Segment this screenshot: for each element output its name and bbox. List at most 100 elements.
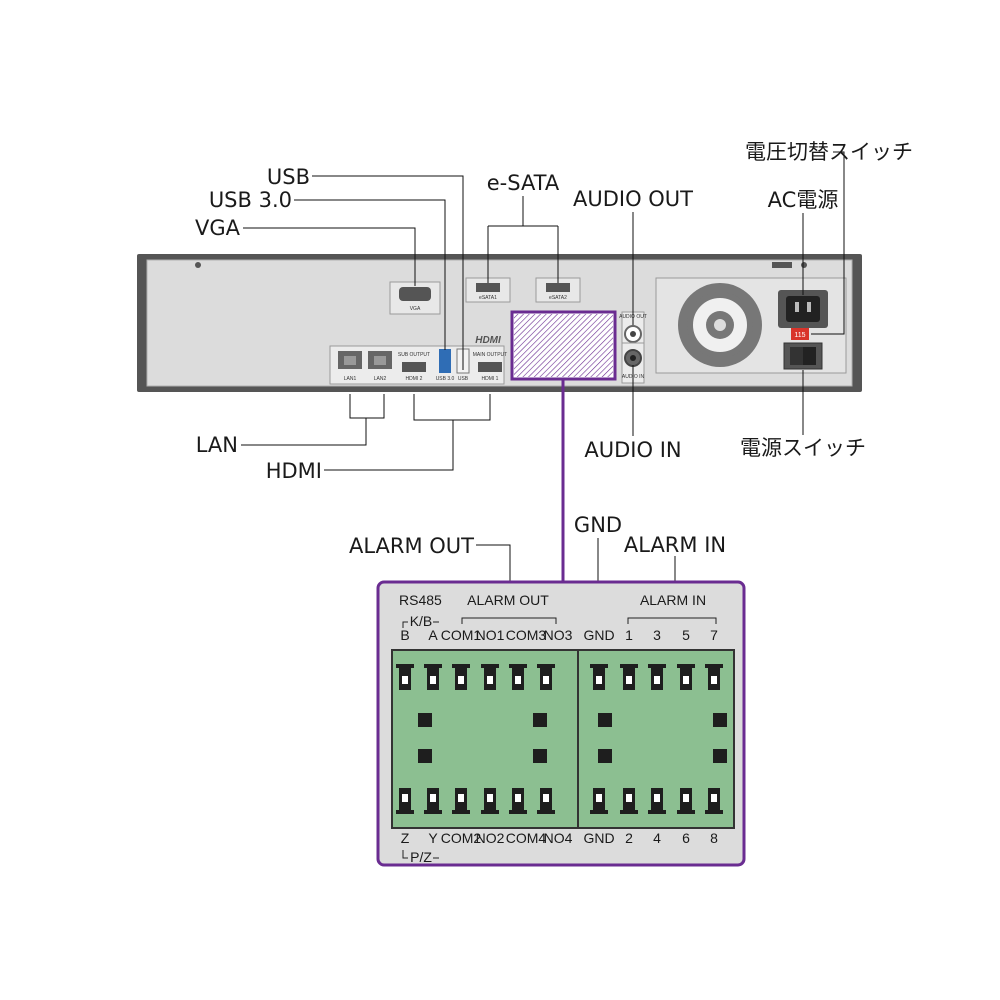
audio-out-jack: AUDIO OUT xyxy=(619,311,647,351)
terminal-screw xyxy=(481,788,499,814)
alarm-out-bracket xyxy=(461,617,557,624)
rear-panel: VGA eSATA1 eSATA2 LAN1 LAN2 SUB OUTPUT xyxy=(137,254,862,392)
rs485-label: RS485 xyxy=(399,592,442,608)
terminal-bottom-label: 8 xyxy=(710,830,718,846)
callout-alarm-in: ALARM IN xyxy=(624,533,726,557)
usb30-label: USB 3.0 xyxy=(436,376,455,382)
terminal-top-label: B xyxy=(400,627,409,643)
leader-lines xyxy=(241,151,845,640)
terminal-mount-block xyxy=(533,749,547,763)
terminal-screw xyxy=(452,664,470,690)
callout-ac-power: AC電源 xyxy=(768,188,839,212)
terminal-top-label: 3 xyxy=(653,627,661,643)
terminal-mount-block xyxy=(418,713,432,727)
terminal-bottom-label: Z xyxy=(401,830,410,846)
terminal-screw xyxy=(590,788,608,814)
terminal-screw xyxy=(590,664,608,690)
terminal-top-label: NO3 xyxy=(544,627,573,643)
terminal-top-label: NO1 xyxy=(476,627,505,643)
alarm-in-bracket xyxy=(627,617,717,624)
alarm-out-section-label: ALARM OUT xyxy=(467,592,549,608)
terminal-top-label: 7 xyxy=(710,627,718,643)
hdmi1-top-label: MAIN OUTPUT xyxy=(473,352,507,358)
terminal-screw xyxy=(677,664,695,690)
callout-gnd: GND xyxy=(574,513,622,537)
terminal-screw xyxy=(452,788,470,814)
terminal-screw xyxy=(509,788,527,814)
usb30-port: USB 3.0 xyxy=(436,349,455,382)
callout-usb: USB xyxy=(267,165,310,189)
terminal-screw xyxy=(677,788,695,814)
voltage-selector-label: 115 xyxy=(794,332,805,339)
esata1-label: eSATA1 xyxy=(479,295,497,301)
callout-hdmi: HDMI xyxy=(266,459,322,483)
green-connector-body xyxy=(391,649,735,829)
terminal-block-mini xyxy=(510,310,617,381)
alarm-in-section-label: ALARM IN xyxy=(640,592,706,608)
power-rocker-switch xyxy=(783,342,823,370)
psu-slot xyxy=(772,262,792,268)
terminal-top-label: 1 xyxy=(625,627,633,643)
callout-voltage-switch: 電圧切替スイッチ xyxy=(745,140,913,164)
hdmi1-label: HDMI 1 xyxy=(482,376,499,382)
terminal-mount-block xyxy=(713,749,727,763)
terminal-top-label: A xyxy=(428,627,438,643)
callout-alarm-out: ALARM OUT xyxy=(349,534,474,558)
terminal-screw xyxy=(509,664,527,690)
terminal-screw xyxy=(424,664,442,690)
hdmi1-port: MAIN OUTPUT HDMI 1 xyxy=(473,352,507,382)
hdmi-logo: HDMI xyxy=(475,335,501,346)
lan1-port: LAN1 xyxy=(338,351,362,382)
terminal-screw xyxy=(424,788,442,814)
esata1-port: eSATA1 xyxy=(465,277,511,303)
kb-label: K/B xyxy=(410,613,433,629)
callout-labels: USB USB 3.0 VGA e-SATA AUDIO OUT 電圧切替スイッ… xyxy=(195,140,913,558)
terminal-screw xyxy=(705,788,723,814)
terminal-mount-block xyxy=(598,713,612,727)
lan2-port: LAN2 xyxy=(368,351,392,382)
callout-esata: e-SATA xyxy=(487,171,560,195)
terminal-mount-block xyxy=(713,713,727,727)
ac-inlet xyxy=(778,290,828,328)
terminal-bottom-label: GND xyxy=(583,830,614,846)
lan1-label: LAN1 xyxy=(344,376,357,382)
terminal-bottom-label: NO2 xyxy=(476,830,505,846)
terminal-bottom-label: COM4 xyxy=(506,830,547,846)
vga-port-label: VGA xyxy=(410,306,421,312)
terminal-top-label: COM3 xyxy=(506,627,547,643)
hdmi2-top-label: SUB OUTPUT xyxy=(398,352,430,358)
callout-vga: VGA xyxy=(195,216,241,240)
terminal-screw xyxy=(396,664,414,690)
terminal-bottom-label: 4 xyxy=(653,830,661,846)
terminal-screw xyxy=(620,664,638,690)
callout-usb3: USB 3.0 xyxy=(209,188,292,212)
terminal-top-label: GND xyxy=(583,627,614,643)
hdmi2-label: HDMI 2 xyxy=(406,376,423,382)
callout-audio-in: AUDIO IN xyxy=(584,438,681,462)
vga-port: VGA xyxy=(389,281,441,315)
terminal-bottom-label: 6 xyxy=(682,830,690,846)
terminal-screw xyxy=(620,788,638,814)
terminal-screw xyxy=(537,788,555,814)
hdmi2-port: SUB OUTPUT HDMI 2 xyxy=(398,352,430,382)
terminal-mount-block xyxy=(418,749,432,763)
esata2-label: eSATA2 xyxy=(549,295,567,301)
terminal-screw xyxy=(648,664,666,690)
terminal-screw xyxy=(648,788,666,814)
terminal-mount-block xyxy=(598,749,612,763)
terminal-bottom-label: Y xyxy=(428,830,438,846)
terminal-bottom-label: COM2 xyxy=(441,830,482,846)
terminal-mount-block xyxy=(533,713,547,727)
callout-audio-out: AUDIO OUT xyxy=(573,187,693,211)
lan2-label: LAN2 xyxy=(374,376,387,382)
callout-power-switch: 電源スイッチ xyxy=(740,436,866,460)
terminal-bottom-label: 2 xyxy=(625,830,633,846)
usb-label: USB xyxy=(458,376,469,382)
terminal-top-label: COM1 xyxy=(441,627,482,643)
terminal-screw xyxy=(537,664,555,690)
terminal-screw xyxy=(396,788,414,814)
